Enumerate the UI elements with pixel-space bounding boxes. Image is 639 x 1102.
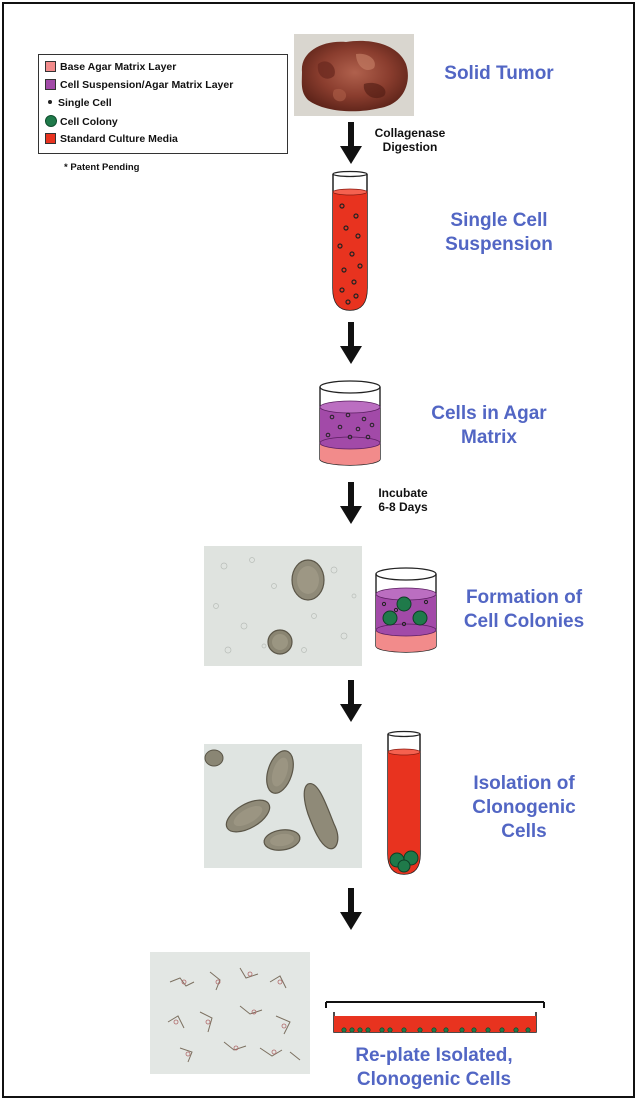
legend-item-base-agar: Base Agar Matrix Layer	[45, 61, 176, 73]
replate-micrograph	[150, 952, 310, 1074]
step-title-formation: Formation of Cell Colonies	[444, 586, 604, 634]
down-arrow-icon	[339, 482, 363, 526]
agar-cylinder	[318, 379, 382, 469]
step-title-single-cell-suspension: Single Cell Suspension	[424, 209, 574, 257]
patent-note: * Patent Pending	[64, 162, 139, 173]
legend-item-cell-suspension: Cell Suspension/Agar Matrix Layer	[45, 79, 233, 91]
colony-micrograph	[204, 546, 362, 666]
arrow-label-incubate: Incubate 6-8 Days	[368, 486, 438, 514]
single-cell-tube	[330, 172, 370, 314]
solid-tumor-photo	[294, 34, 414, 116]
down-arrow-icon	[339, 322, 363, 366]
suspension-agar-swatch-icon	[45, 79, 56, 90]
legend-box: Base Agar Matrix Layer Cell Suspension/A…	[38, 54, 288, 154]
step-title-isolation: Isolation of Clonogenic Cells	[454, 772, 594, 844]
legend-item-cell-colony: Cell Colony	[45, 115, 118, 128]
culture-dish	[324, 1000, 546, 1034]
culture-media-swatch-icon	[45, 133, 56, 144]
step-title-cells-in-agar: Cells in Agar Matrix	[404, 402, 574, 450]
colony-cylinder	[374, 566, 438, 656]
base-agar-swatch-icon	[45, 61, 56, 72]
down-arrow-icon	[339, 122, 363, 166]
isolation-micrograph	[204, 744, 362, 868]
arrow-label-digestion: Collagenase Digestion	[370, 126, 450, 154]
legend-item-single-cell: Single Cell	[45, 97, 112, 109]
isolation-tube	[384, 732, 424, 878]
legend-item-culture-media: Standard Culture Media	[45, 133, 178, 145]
step-title-solid-tumor: Solid Tumor	[424, 62, 574, 86]
down-arrow-icon	[339, 888, 363, 932]
step-title-replate: Re-plate Isolated, Clonogenic Cells	[334, 1044, 534, 1092]
single-cell-dot-icon	[48, 100, 52, 104]
cell-colony-circle-icon	[45, 115, 57, 127]
down-arrow-icon	[339, 680, 363, 724]
